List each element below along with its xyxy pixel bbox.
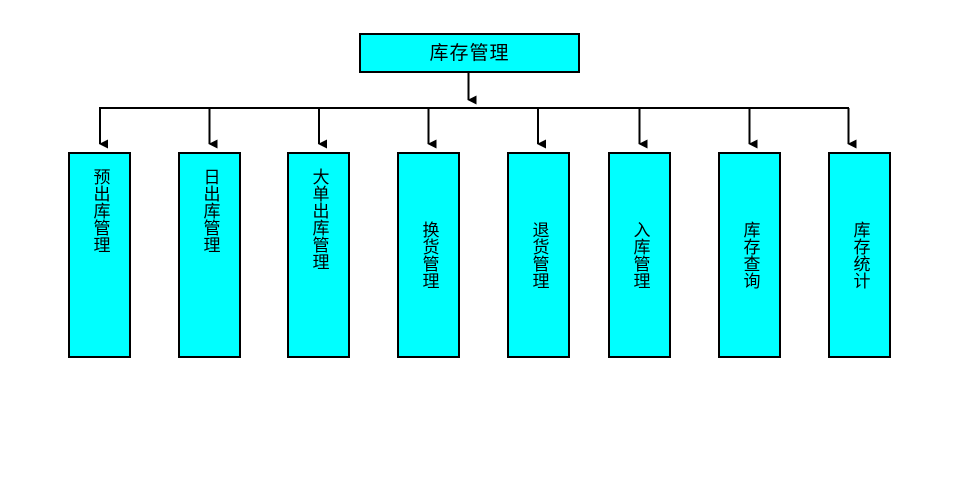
node-label-5: 退货管理	[528, 221, 549, 289]
node-inbound-management[interactable]: 入库管理	[608, 152, 671, 358]
node-pre-outbound-management[interactable]: 预出库管理	[68, 152, 131, 358]
node-label-3: 大单出库管理	[308, 168, 329, 270]
node-exchange-management[interactable]: 换货管理	[397, 152, 460, 358]
node-stock-query[interactable]: 库存查询	[718, 152, 781, 358]
node-label-6: 入库管理	[629, 221, 650, 289]
node-label-1: 预出库管理	[89, 168, 110, 253]
node-stock-statistics[interactable]: 库存统计	[828, 152, 891, 358]
node-return-management[interactable]: 退货管理	[507, 152, 570, 358]
node-label-8: 库存统计	[849, 221, 870, 289]
node-label-4: 换货管理	[418, 221, 439, 289]
node-root-inventory-management[interactable]: 库存管理	[359, 33, 580, 73]
node-bulk-order-outbound-management[interactable]: 大单出库管理	[287, 152, 350, 358]
node-label-7: 库存查询	[739, 221, 760, 289]
node-label-2: 日出库管理	[199, 168, 220, 253]
node-root-label: 库存管理	[429, 41, 510, 64]
node-daily-outbound-management[interactable]: 日出库管理	[178, 152, 241, 358]
